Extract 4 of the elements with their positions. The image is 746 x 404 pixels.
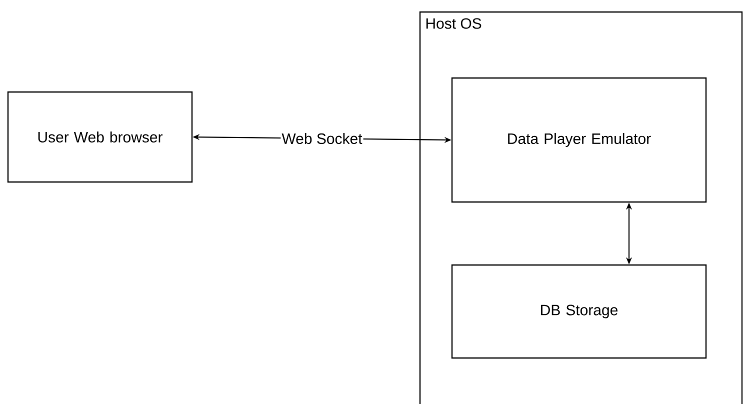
- process-box: DB Storage: [451, 264, 707, 359]
- process-box: Data Player Emulator: [451, 77, 707, 203]
- process-box: User Web browser: [7, 91, 193, 183]
- edge-label: Web Socket: [280, 132, 364, 145]
